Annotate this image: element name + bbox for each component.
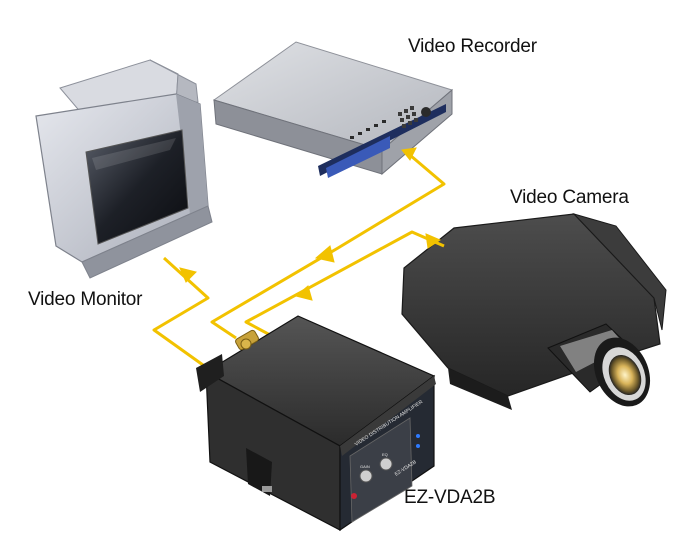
recorder-keypad — [398, 106, 418, 128]
cable-to-recorder — [210, 148, 446, 340]
arrow-icon — [179, 147, 442, 301]
ez-vda2b-amplifier: VIDEO DISTRIBUTION AMPLIFIER EZ-VDA2B GA… — [196, 315, 436, 532]
amplifier-front-panel — [349, 417, 413, 523]
brand-logo-icon — [351, 493, 357, 499]
cable-to-monitor — [152, 256, 249, 372]
gain-knob-label: GAIN — [360, 464, 370, 469]
gain-knob-icon — [359, 469, 373, 483]
recorder-button-strip — [350, 120, 386, 139]
rear-port-icon — [262, 486, 272, 492]
amplifier-model-label: EZ-VDA2B — [404, 487, 496, 508]
eq-knob-label: EQ — [382, 452, 388, 457]
video-camera-label: Video Camera — [510, 187, 629, 208]
led-indicator-icon — [416, 444, 420, 448]
video-monitor-label: Video Monitor — [28, 289, 143, 310]
video-recorder-label: Video Recorder — [408, 36, 537, 57]
led-indicator-icon — [416, 434, 420, 438]
video-monitor — [35, 59, 213, 279]
recorder-jog-dial — [421, 107, 431, 117]
eq-knob-icon — [379, 457, 393, 471]
bnc-connector-icon — [235, 329, 259, 351]
camera-lens — [547, 323, 651, 407]
video-recorder — [212, 41, 454, 178]
video-camera — [401, 213, 667, 410]
